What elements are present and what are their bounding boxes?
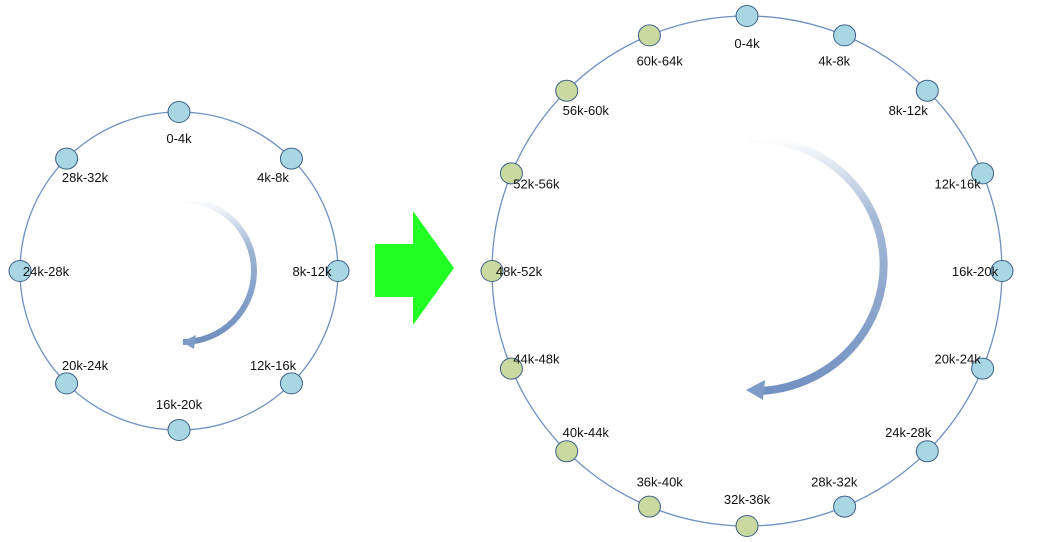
small-ring-node-label: 8k-12k: [292, 264, 332, 279]
large-ring-node-label: 36k-40k: [637, 475, 684, 490]
large-ring-node: [637, 495, 661, 518]
large-ring-node-label: 8k-12k: [889, 103, 929, 118]
large-ring-node: [499, 357, 523, 380]
small-ring-node: [55, 372, 79, 395]
small-ring-node: [279, 147, 303, 170]
large-ring-node-label: 40k-44k: [563, 425, 610, 440]
arrow-head: [746, 380, 765, 400]
large-ring-node-label: 28k-32k: [811, 475, 858, 490]
small-ring-node-label: 16k-20k: [156, 397, 203, 412]
small-ring-node: [326, 260, 350, 282]
large-ring-node: [555, 440, 579, 463]
large-ring-node-label: 44k-48k: [513, 351, 560, 366]
large-ring-node-label: 0-4k: [734, 36, 760, 51]
large-ring-node: [735, 515, 759, 537]
small-ring-node: [55, 147, 79, 170]
large-ring: 0-4k 4k-8k 8k-12k 12k-16k 16k-20k 20k-24k 24k-…: [480, 5, 1014, 537]
clockwise-arrow-icon: [182, 197, 257, 345]
small-ring-node-label: 24k-28k: [23, 264, 70, 279]
large-ring-node-label: 12k-16k: [934, 177, 981, 192]
small-ring-node: [167, 419, 191, 441]
small-ring-node: [8, 260, 32, 282]
large-ring-node: [990, 260, 1014, 282]
large-ring-node-label: 60k-64k: [637, 53, 684, 68]
large-ring-node-label: 16k-20k: [952, 264, 999, 279]
large-ring-node-label: 32k-36k: [724, 492, 771, 507]
large-ring-node: [971, 162, 995, 185]
large-ring-node-label: 52k-56k: [513, 177, 560, 192]
small-ring-node-label: 12k-16k: [250, 358, 297, 373]
large-ring-node: [555, 79, 579, 102]
small-ring-node-label: 20k-24k: [62, 358, 109, 373]
large-ring-node-label: 20k-24k: [934, 351, 981, 366]
small-ring-node: [167, 101, 191, 123]
large-ring-node: [499, 162, 523, 185]
large-ring-node: [915, 79, 939, 102]
large-ring-node: [915, 440, 939, 463]
large-ring-node-label: 24k-28k: [885, 425, 932, 440]
large-ring-node-label: 48k-52k: [496, 264, 543, 279]
clockwise-arrow-icon: [746, 134, 888, 395]
small-ring-node-label: 28k-32k: [62, 170, 109, 185]
large-ring-node-label: 4k-8k: [818, 53, 850, 68]
large-ring-node: [480, 260, 504, 282]
small-ring-node: [279, 372, 303, 395]
large-ring-node: [971, 357, 995, 380]
large-ring-node: [637, 24, 661, 47]
small-ring-node-label: 0-4k: [166, 131, 192, 146]
small-ring: 0-4k 4k-8k 8k-12k 12k-16k 16k-20k 20k-24k 24k-…: [8, 101, 350, 441]
large-ring-node: [833, 24, 857, 47]
small-ring-node-label: 4k-8k: [257, 170, 289, 185]
large-ring-node-label: 56k-60k: [563, 103, 610, 118]
arrow-head: [182, 335, 196, 349]
right-arrow-icon: [375, 211, 454, 325]
large-ring-node: [833, 495, 857, 518]
large-ring-node: [735, 5, 759, 27]
